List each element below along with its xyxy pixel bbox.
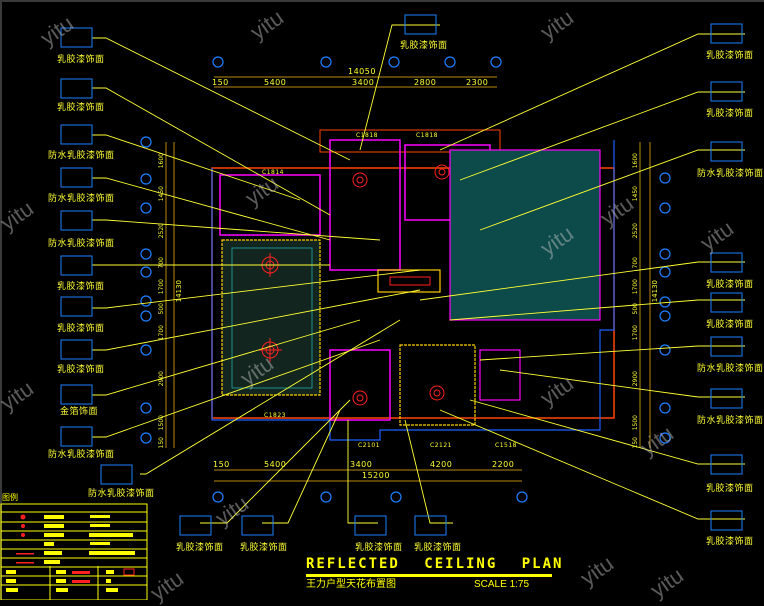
dim-right: 2900 xyxy=(632,371,639,387)
drawing-scale: SCALE 1:75 xyxy=(474,579,530,590)
dim-top: 150 xyxy=(212,78,229,87)
drawing-subtitle: 王力户型天花布置图 xyxy=(306,579,396,590)
dim-right: 500 xyxy=(632,302,639,315)
dim-right-total: 14130 xyxy=(651,280,659,303)
callout-label-bottom: 乳胶漆饰面 xyxy=(176,543,224,553)
window-tag: C1814 xyxy=(262,169,284,176)
dim-left: 500 xyxy=(158,302,165,315)
dim-left: 1600 xyxy=(158,152,165,169)
axis-bubbles xyxy=(140,56,671,503)
callout-label-left: 防水乳胶漆饰面 xyxy=(48,151,115,161)
callout-label-bottom: 乳胶漆饰面 xyxy=(240,543,288,553)
dim-left: 2900 xyxy=(158,371,165,387)
callout-label-left: 乳胶漆饰面 xyxy=(57,324,105,334)
dim-bottom: 4200 xyxy=(430,460,453,469)
hall-ceiling xyxy=(377,269,441,293)
legend-symbols xyxy=(16,514,135,583)
callout-label-right: 乳胶漆饰面 xyxy=(706,51,754,61)
dimension-lines xyxy=(165,76,651,482)
legend-swatches xyxy=(6,515,135,592)
dim-top: 5400 xyxy=(264,78,287,87)
dim-left: 1500 xyxy=(158,415,165,431)
legend-table xyxy=(0,503,148,600)
dim-bottom: 3400 xyxy=(350,460,373,469)
legend-title: 图例 xyxy=(2,493,18,502)
outer-wall-blue xyxy=(211,140,615,441)
dim-right: 700 xyxy=(632,257,639,269)
drawing-title: REFLECTED CEILING PLAN xyxy=(306,556,564,572)
callout-label-left: 乳胶漆饰面 xyxy=(57,103,105,113)
dim-bottom: 2200 xyxy=(492,460,515,469)
dim-left-total: 14130 xyxy=(175,280,183,303)
window-tag: C1518 xyxy=(495,442,517,449)
dim-right: 1600 xyxy=(632,152,639,169)
dim-left: 1700 xyxy=(158,278,165,295)
window-tag: C1823 xyxy=(264,412,286,419)
callout-label-bottom: 防水乳胶漆饰面 xyxy=(88,489,155,499)
dim-top: 2300 xyxy=(466,78,489,87)
leader-lines xyxy=(92,24,745,524)
bath-wall xyxy=(479,349,521,401)
callout-label-right: 乳胶漆饰面 xyxy=(706,484,754,494)
top-wall xyxy=(319,129,501,153)
window-tag: C1818 xyxy=(416,132,438,139)
callout-label-left: 乳胶漆饰面 xyxy=(57,55,105,65)
callout-label-bottom: 乳胶漆饰面 xyxy=(414,543,462,553)
dim-left: 2520 xyxy=(158,223,165,239)
dim-left: 1450 xyxy=(158,185,165,202)
window-tag: C2101 xyxy=(358,442,380,449)
callout-label-right: 乳胶漆饰面 xyxy=(706,320,754,330)
dim-bottom-total: 15200 xyxy=(362,471,390,480)
callout-label-left: 防水乳胶漆饰面 xyxy=(48,239,115,249)
dim-right: 1500 xyxy=(632,415,639,431)
callout-label-left: 防水乳胶漆饰面 xyxy=(48,194,115,204)
dim-top: 2800 xyxy=(414,78,437,87)
dim-left: 1700 xyxy=(158,325,165,341)
dim-right: 1450 xyxy=(632,185,639,202)
dim-bottom: 5400 xyxy=(264,460,287,469)
dim-right: 1700 xyxy=(632,278,639,295)
callout-label-left: 乳胶漆饰面 xyxy=(57,282,105,292)
living-room-ceiling xyxy=(221,239,321,396)
stair-area xyxy=(449,149,601,321)
dim-top-total: 14050 xyxy=(348,67,376,76)
callout-label-right: 防水乳胶漆饰面 xyxy=(697,416,764,426)
window-tag: C1818 xyxy=(356,132,378,139)
callout-label-right: 防水乳胶漆饰面 xyxy=(697,364,764,374)
dim-right: 150 xyxy=(632,437,639,449)
callout-label-right: 乳胶漆饰面 xyxy=(706,280,754,290)
bedroom-wall xyxy=(329,349,391,421)
bedroom-ceiling xyxy=(399,344,476,426)
room-wall xyxy=(329,139,401,271)
dim-bottom: 150 xyxy=(213,460,230,469)
callout-label-right: 防水乳胶漆饰面 xyxy=(697,169,764,179)
title-underline xyxy=(306,574,552,577)
dim-left: 150 xyxy=(158,437,165,449)
dim-right: 1700 xyxy=(632,325,639,341)
callout-label-right: 乳胶漆饰面 xyxy=(706,109,754,119)
callout-label-left: 金箔饰面 xyxy=(60,407,99,417)
tag-boxes xyxy=(60,14,743,536)
callout-label-left: 乳胶漆饰面 xyxy=(57,365,105,375)
floor-plan xyxy=(211,129,615,441)
living-room-inner xyxy=(231,247,313,389)
dim-left: 700 xyxy=(158,257,165,269)
callout-label-top: 乳胶漆饰面 xyxy=(400,41,448,51)
kitchen-wall xyxy=(219,174,321,236)
window-tag: C2121 xyxy=(430,442,452,449)
callout-label-left: 防水乳胶漆饰面 xyxy=(48,450,115,460)
callout-label-right: 乳胶漆饰面 xyxy=(706,537,754,547)
callout-label-bottom: 乳胶漆饰面 xyxy=(355,543,403,553)
dim-top: 3400 xyxy=(352,78,375,87)
ceiling-lights xyxy=(258,164,450,406)
dim-right: 2520 xyxy=(632,223,639,239)
